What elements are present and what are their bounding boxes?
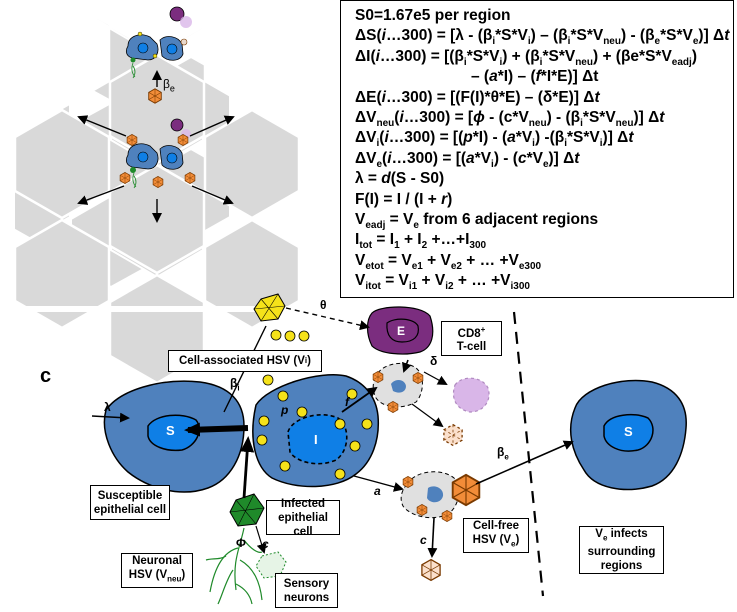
panel-a-center-cells [119, 88, 196, 189]
infected-cell-label: I [314, 432, 318, 447]
f-label: f [345, 395, 349, 409]
lambda-label: λ [104, 400, 111, 414]
infected-cell-text-label: Infected epithelial cell [266, 498, 340, 538]
equation-line: Vitot = Vi1 + Vi2 + … +Vi300 [355, 272, 530, 293]
equation-line: ΔVi(i…300) = [(p*I) - (a*Vi) -(βi*S*Vi)]… [355, 129, 634, 150]
equation-line: – (a*I) – (f*I*E)] Δt [471, 68, 599, 86]
equation-line: ΔVneu(i…300) = [ϕ - (c*Vneu) - (βi*S*Vne… [355, 108, 665, 130]
sensory-neuron-fibers [205, 527, 263, 605]
ve-infects-label: Ve infects surrounding regions [579, 526, 664, 574]
p-label: p [281, 403, 289, 417]
neuronal-virus [229, 493, 265, 527]
neuronal-hsv-label: Neuronal HSV (Vneu) [121, 553, 193, 588]
susceptible-cell-label: Susceptible epithelial cell [90, 485, 170, 520]
phi-label: Φ [236, 536, 246, 550]
c-label-neuronal: c [262, 537, 269, 551]
panel-label-c: c [40, 365, 52, 387]
cell-associated-viruses [253, 293, 373, 480]
region-divider [512, 311, 545, 597]
delta-label: δ [430, 354, 438, 368]
theta-label: θ [320, 298, 327, 312]
dead-virus [443, 423, 463, 447]
beta-e-label: βe [497, 445, 509, 462]
t-cell-label: E [397, 324, 406, 338]
panel-a-arrows [77, 70, 235, 223]
equation-line: Itot = I1 + I2 +…+I300 [355, 231, 487, 252]
panel-c-arrows [91, 307, 574, 558]
equation-line: ΔE(i…300) = [(F(I)*θ*E) – (δ*E)] Δt [355, 88, 600, 106]
susceptible-cell-left-label: S [166, 423, 175, 438]
beta-i-label: βi [230, 376, 240, 393]
a-label: a [374, 484, 381, 498]
panel-a-top-cells [125, 6, 192, 79]
susceptible-cell-right [569, 379, 687, 491]
infected-cell [252, 374, 380, 488]
t-cell [366, 306, 434, 355]
equation-line: ΔI(i…300) = [(βi*S*Vi) + (βi*S*Vneu) + (… [355, 47, 697, 68]
equation-line: Veadj = Ve from 6 adjacent regions [355, 210, 599, 231]
cd8-t-cell-label: CD8+ T-cell [441, 321, 502, 356]
cell-free-hsv-label: Cell-free HSV (Ve) [463, 518, 529, 553]
dying-infected-cell [372, 362, 424, 413]
susceptible-cell-left [103, 380, 245, 493]
equation-line: λ = d(S - S0) [355, 170, 445, 188]
equation-line: ΔVe(i…300) = [(a*Vi) - (c*Ve)] Δt [355, 149, 580, 170]
dead-t-cell [452, 377, 490, 413]
equation-line: F(I) = I / (I + r) [355, 190, 453, 208]
producing-cell [400, 471, 481, 582]
equation-line: ΔS(i…300) = [λ - (βi*S*Vi) – (βi*S*Vneu)… [355, 27, 730, 48]
equation-line: Vetot = Ve1 + Ve2 + … +Ve300 [355, 251, 542, 272]
panel-a-beta-e: βe [163, 77, 175, 94]
c-label-cellfree: c [420, 533, 427, 547]
equation-line: S0=1.67e5 per region [355, 7, 511, 24]
susceptible-cell-right-label: S [624, 424, 633, 439]
sensory-neurons-label: Sensory neurons [275, 573, 338, 608]
